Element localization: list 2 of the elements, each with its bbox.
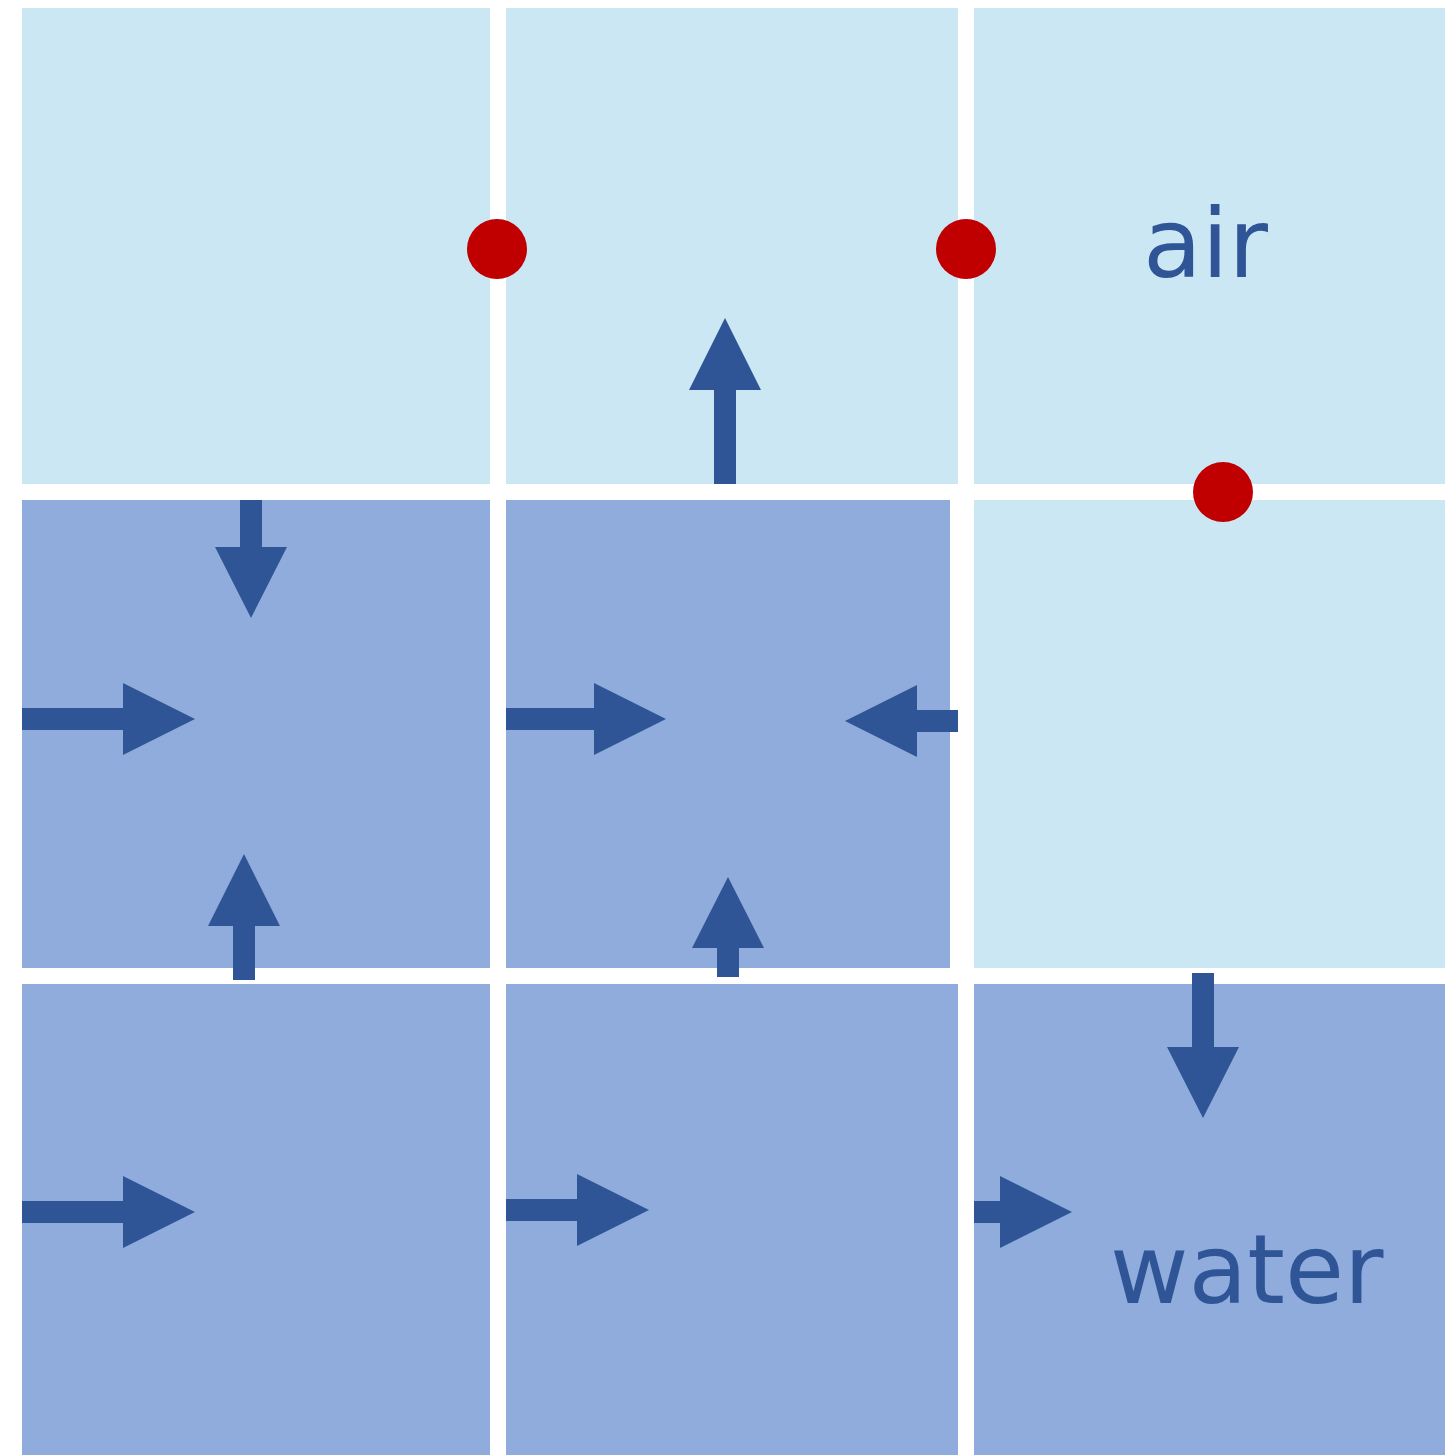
region-label: air: [1143, 196, 1268, 292]
region-label: water: [1110, 1222, 1384, 1318]
